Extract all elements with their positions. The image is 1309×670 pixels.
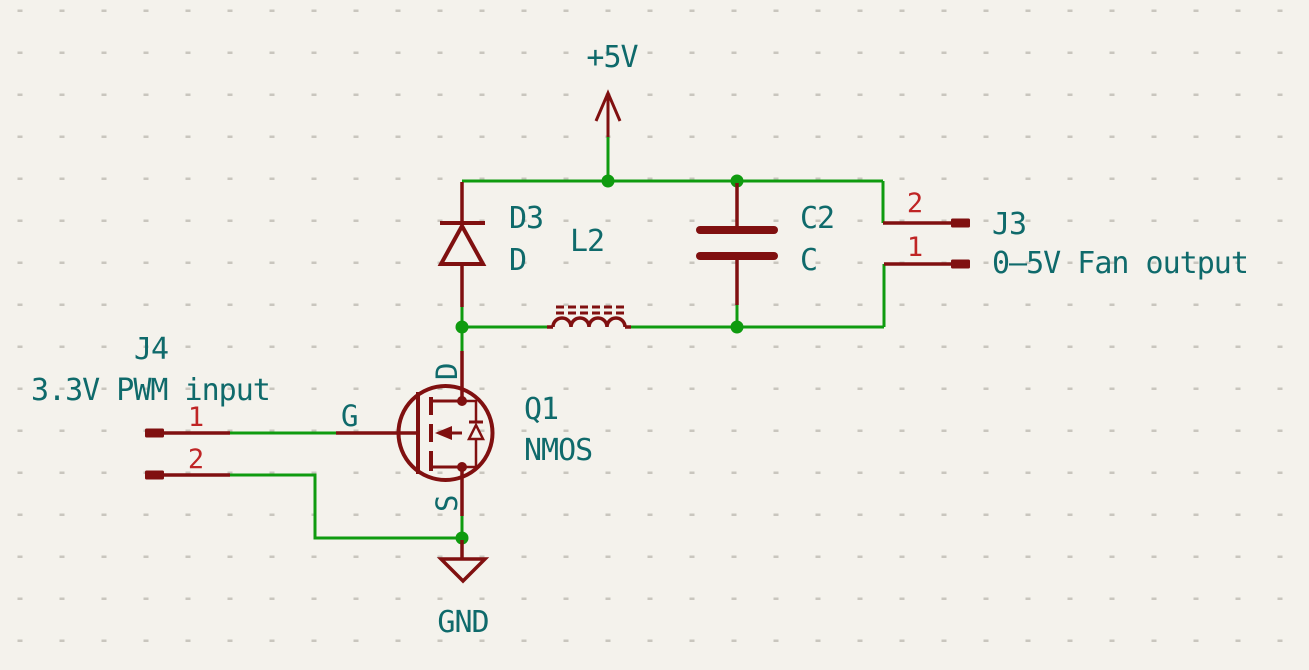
gnd-flag[interactable]: GND xyxy=(436,540,490,640)
ref-designator[interactable]: J3 xyxy=(992,207,1027,242)
pin-number: 1 xyxy=(188,402,204,433)
gnd-triangle-icon xyxy=(436,557,490,584)
ref-designator[interactable]: C2 xyxy=(800,201,835,236)
ref-designator[interactable]: Q1 xyxy=(524,392,559,427)
ref-designator[interactable]: J4 xyxy=(134,332,169,367)
component-value[interactable]: NMOS xyxy=(524,433,593,468)
ref-designator[interactable]: L2 xyxy=(570,224,605,259)
j3-pin2-pad xyxy=(951,218,970,228)
j4-pin1-pad xyxy=(145,428,164,438)
power-label-5v[interactable]: +5V xyxy=(586,40,639,75)
mosfet-q1[interactable]: G D S Q1 NMOS xyxy=(336,351,593,516)
component-value[interactable]: 0–5V Fan output xyxy=(992,246,1249,281)
j4-pin2-pad xyxy=(145,470,164,480)
power-label-gnd[interactable]: GND xyxy=(437,605,489,640)
inductor-windings xyxy=(551,316,627,328)
connector-j4[interactable]: 1 2 J4 3.3V PWM input xyxy=(31,332,271,480)
body-diode-lead xyxy=(462,439,478,469)
junction-dot[interactable] xyxy=(455,320,469,334)
pin-name-drain: D xyxy=(430,363,464,380)
connector-j3[interactable]: 2 1 J3 0–5V Fan output xyxy=(883,188,1249,281)
junction-dot[interactable] xyxy=(455,531,469,545)
junction-dot[interactable] xyxy=(730,320,744,334)
component-value[interactable]: D xyxy=(509,243,527,278)
capacitor-c2[interactable]: C2 C xyxy=(696,183,835,305)
pin-number: 2 xyxy=(188,444,204,475)
vcc-arrow-head xyxy=(594,89,622,122)
wire-j4-pin2-to-gnd[interactable] xyxy=(230,473,462,540)
mosfet-arrow xyxy=(435,426,452,440)
inductor-l2[interactable]: L2 xyxy=(547,224,631,329)
pin-number: 1 xyxy=(907,232,923,263)
pin-name-gate: G xyxy=(341,399,358,433)
power-flag-5v[interactable]: +5V xyxy=(586,40,640,137)
junction-dot[interactable] xyxy=(601,174,615,188)
junction-dot[interactable] xyxy=(730,174,744,188)
body-diode-lead xyxy=(462,399,478,421)
pin-number: 2 xyxy=(907,188,923,219)
pin-name-source: S xyxy=(430,495,464,512)
component-value[interactable]: 3.3V PWM input xyxy=(31,373,271,408)
component-value[interactable]: C xyxy=(800,243,818,278)
j3-pin1-pad xyxy=(951,259,970,269)
diode-d3[interactable]: D3 D xyxy=(437,182,544,307)
vcc-arrow-icon xyxy=(594,89,622,137)
ref-designator[interactable]: D3 xyxy=(509,201,544,236)
